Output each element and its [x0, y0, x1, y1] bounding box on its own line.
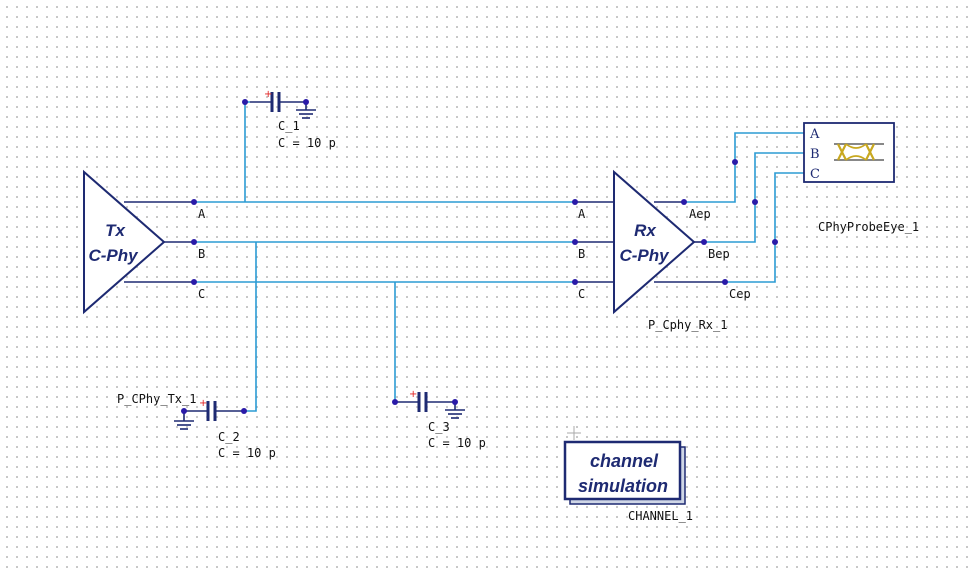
rx-subtitle: C-Phy	[619, 246, 670, 265]
c3-value: C = 10 p	[428, 436, 486, 450]
ground-icon	[174, 420, 194, 430]
pin-dot[interactable]	[572, 279, 578, 285]
capacitor-c2[interactable]: + C_2 C = 10 p	[174, 398, 276, 460]
c3-polarity-plus-icon: +	[409, 389, 417, 400]
ground-icon	[445, 409, 465, 419]
pin-dot[interactable]	[701, 239, 707, 245]
rx-pin-a-label: A	[578, 207, 586, 221]
c2-wire[interactable]	[244, 242, 257, 412]
rx-triangle	[613, 169, 696, 315]
eye-probe-box	[803, 122, 895, 183]
c1-polarity-plus-icon: +	[264, 89, 272, 100]
aep-wire[interactable]	[684, 132, 804, 203]
channel-box	[563, 440, 682, 501]
channel-line1: channel	[590, 451, 659, 471]
tx-pin-c-label: C	[198, 287, 205, 301]
eye-probe-block[interactable]: A B C CPhyProbeEye_1	[803, 122, 919, 234]
channel-instance-name: CHANNEL_1	[628, 509, 693, 523]
probe-pin-a-label: A	[809, 127, 820, 142]
pin-dot[interactable]	[191, 239, 197, 245]
pin-dot[interactable]	[392, 399, 398, 405]
c3-name: C_3	[428, 420, 450, 434]
wires	[194, 101, 804, 412]
tx-block[interactable]: Tx C-Phy A B C P_CPhy_Tx_1	[83, 169, 206, 406]
pin-dot[interactable]	[241, 408, 247, 414]
pin-dot[interactable]	[303, 99, 309, 105]
pin-dot[interactable]	[242, 99, 248, 105]
c1-wire[interactable]	[244, 101, 250, 202]
rx-block[interactable]: Rx C-Phy A B C Aep Bep Cep P_Cphy_Rx_1	[575, 169, 751, 332]
junction-dot[interactable]	[732, 159, 738, 165]
tx-pin-b-label: B	[198, 247, 205, 261]
junction-dot[interactable]	[752, 199, 758, 205]
pin-dot[interactable]	[191, 199, 197, 205]
probe-instance-name: CPhyProbeEye_1	[818, 220, 919, 234]
rx-pin-c-label: C	[578, 287, 585, 301]
pin-dot[interactable]	[572, 239, 578, 245]
tx-title: Tx	[105, 221, 126, 240]
rx-pin-b-label: B	[578, 247, 585, 261]
pin-dot[interactable]	[722, 279, 728, 285]
ground-icon	[296, 109, 316, 119]
channel-line2: simulation	[578, 476, 668, 496]
pin-dots	[181, 99, 778, 414]
crosshair-icon	[567, 426, 581, 440]
tx-instance-name: P_CPhy_Tx_1	[117, 392, 196, 406]
rx-pin-aep-label: Aep	[689, 207, 711, 221]
probe-pin-b-label: B	[810, 147, 820, 162]
c1-name: C_1	[278, 119, 300, 133]
pin-dot[interactable]	[572, 199, 578, 205]
bep-wire[interactable]	[704, 152, 804, 243]
junction-dot[interactable]	[772, 239, 778, 245]
tx-triangle	[83, 169, 166, 315]
c2-polarity-plus-icon: +	[199, 398, 207, 409]
pin-dot[interactable]	[681, 199, 687, 205]
c2-value: C = 10 p	[218, 446, 276, 460]
tx-subtitle: C-Phy	[88, 246, 139, 265]
c2-name: C_2	[218, 430, 240, 444]
tx-pin-a-label: A	[198, 207, 206, 221]
eye-diagram-icon	[834, 143, 884, 161]
channel-simulation-block[interactable]: channel simulation CHANNEL_1	[563, 440, 693, 523]
rx-pin-cep-label: Cep	[729, 287, 751, 301]
pin-dot[interactable]	[181, 408, 187, 414]
capacitor-c3[interactable]: + C_3 C = 10 p	[395, 389, 486, 450]
rx-title: Rx	[634, 221, 657, 240]
c1-value: C = 10 p	[278, 136, 336, 150]
pin-dot[interactable]	[452, 399, 458, 405]
capacitor-c1[interactable]: + C_1 C = 10 p	[250, 89, 336, 150]
probe-pin-c-label: C	[810, 167, 820, 182]
rx-pin-bep-label: Bep	[708, 247, 730, 261]
rx-instance-name: P_Cphy_Rx_1	[648, 318, 727, 332]
pin-dot[interactable]	[191, 279, 197, 285]
cep-wire[interactable]	[725, 172, 804, 283]
